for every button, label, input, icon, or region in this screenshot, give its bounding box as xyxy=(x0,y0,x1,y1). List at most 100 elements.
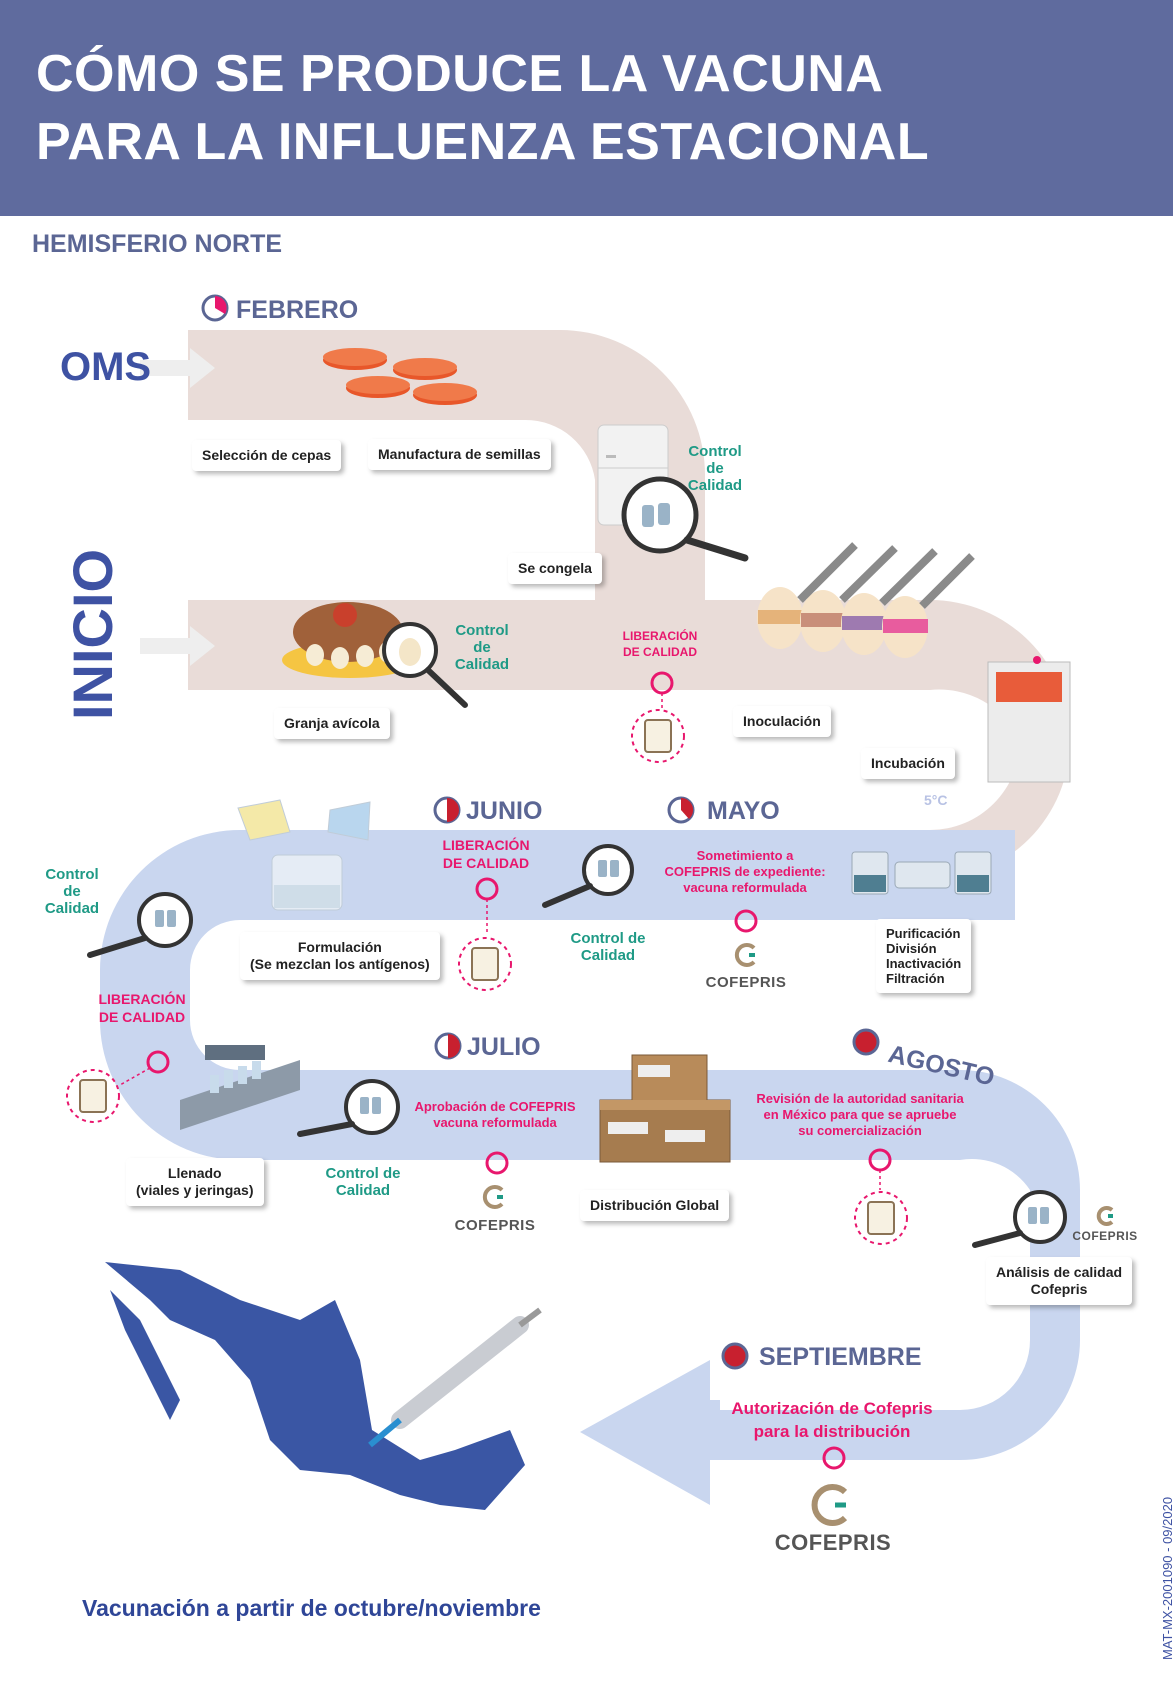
qc-line-3: Calidad xyxy=(44,900,100,917)
clock-icon-junio xyxy=(433,796,461,824)
formulacion-line-2: (Se mezclan los antígenos) xyxy=(250,956,430,972)
release-line-1: LIBERACIÓN xyxy=(442,837,530,853)
qc-label-freezer: Control de Calidad xyxy=(680,443,750,494)
hen-icon xyxy=(282,602,418,678)
purification-equipment-icon xyxy=(851,851,992,895)
note-revision: Revisión de la autoridad sanitaria en Mé… xyxy=(750,1091,970,1139)
cofepris-logo-icon-4 xyxy=(811,1484,848,1526)
note-line-1: Autorización de Cofepris xyxy=(731,1399,933,1418)
filling-machine-icon xyxy=(180,1045,300,1130)
blue-path-main-segment xyxy=(100,830,1080,1460)
release-line-1: LIBERACIÓN xyxy=(622,629,698,643)
qc-line-3: Calidad xyxy=(687,477,743,494)
clipboard-icon-3 xyxy=(79,1079,107,1113)
release-connectors xyxy=(119,693,881,1190)
note-line-2: COFEPRIS de expediente: xyxy=(664,864,826,879)
title-line-2: PARA LA INFLUENZA ESTACIONAL xyxy=(36,113,930,171)
release-label-3: LIBERACIÓN DE CALIDAD xyxy=(92,990,192,1026)
note-aprobacion: Aprobación de COFEPRIS vacuna reformulad… xyxy=(410,1099,580,1131)
month-febrero: FEBRERO xyxy=(236,296,359,324)
hemisphere-subtitle: HEMISFERIO NORTE xyxy=(32,230,283,258)
cofepris-logo-3: COFEPRIS xyxy=(1072,1229,1138,1243)
note-autorizacion: Autorización de Cofepris para la distrib… xyxy=(712,1397,952,1443)
qc-line-1: Control de xyxy=(325,1165,401,1182)
qc-line-3: Calidad xyxy=(454,656,510,673)
step-seleccion-de-cepas: Selección de cepas xyxy=(192,440,342,471)
blue-process-path xyxy=(100,830,1080,1505)
magnifier-icon-freezer xyxy=(621,476,749,562)
clipboard-icon-2 xyxy=(471,947,499,981)
header-banner xyxy=(0,0,1173,216)
note-line-1: Aprobación de COFEPRIS xyxy=(414,1099,576,1114)
qc-line-2: de xyxy=(473,639,491,656)
note-line-3: vacuna reformulada xyxy=(683,880,807,895)
cofepris-logo-icon-2 xyxy=(482,1185,504,1209)
magnifier-icon-control-left xyxy=(87,892,193,958)
qc-label-left: Control de Calidad xyxy=(37,866,107,917)
purificacion-line: Purificación xyxy=(886,926,961,941)
month-mayo: MAYO xyxy=(707,797,780,825)
clock-icons xyxy=(201,294,880,1370)
clock-icon-mayo xyxy=(667,796,695,824)
note-line-2: vacuna reformulada xyxy=(433,1115,557,1130)
clipboard-icon-4 xyxy=(867,1201,895,1235)
inicio-label: INICIO xyxy=(61,548,124,720)
qc-label-junio: Control de Calidad xyxy=(563,930,653,964)
eggs-inoculation-icon xyxy=(757,542,975,658)
month-septiembre: SEPTIEMBRE xyxy=(759,1343,922,1371)
month-junio: JUNIO xyxy=(466,797,543,825)
cofepris-logo-4: COFEPRIS xyxy=(774,1530,892,1555)
document-code: MAT-MX-2001090 - 09/2020 xyxy=(1160,1496,1173,1660)
step-llenado: Llenado (viales y jeringas) xyxy=(126,1158,264,1206)
magnifier-icon-julio xyxy=(297,1079,400,1137)
oms-arrow xyxy=(140,348,215,388)
filtracion-line: Filtración xyxy=(886,971,945,986)
step-incubacion: Incubación xyxy=(861,748,955,779)
shipping-boxes-icon xyxy=(599,1054,731,1163)
note-line-2: en México para que se apruebe xyxy=(763,1107,957,1122)
footer-vaccination-text: Vacunación a partir de octubre/noviembre xyxy=(82,1595,541,1621)
step-manufactura-de-semillas: Manufactura de semillas xyxy=(368,439,551,470)
note-line-3: su comercialización xyxy=(798,1123,922,1138)
step-purificacion: Purificación División Inactivación Filtr… xyxy=(876,919,972,993)
blue-path-arrowhead xyxy=(580,1360,710,1505)
note-line-2: para la distribución xyxy=(753,1422,911,1441)
magnifier-icon-analisis xyxy=(972,1190,1067,1248)
analisis-line-1: Análisis de calidad xyxy=(996,1264,1123,1280)
clock-icon-febrero xyxy=(201,294,229,322)
cofepris-logo-icon-1 xyxy=(734,943,756,967)
note-sometimiento: Sometimiento a COFEPRIS de expediente: v… xyxy=(660,848,830,896)
step-analisis-de-calidad: Análisis de calidad Cofepris xyxy=(986,1257,1133,1305)
release-label-2: LIBERACIÓN DE CALIDAD xyxy=(436,836,536,872)
clock-icon-agosto xyxy=(852,1028,880,1056)
formulacion-line-1: Formulación xyxy=(297,939,382,955)
incubator-icon xyxy=(987,656,1071,783)
marker-circle-3 xyxy=(734,909,758,933)
release-line-2: DE CALIDAD xyxy=(623,645,697,659)
release-line-1: LIBERACIÓN xyxy=(98,991,186,1007)
llenado-line-2: (viales y jeringas) xyxy=(136,1182,254,1198)
step-distribucion-global: Distribución Global xyxy=(580,1190,730,1221)
qc-line-2: de xyxy=(63,883,81,900)
cofepris-logo-1: COFEPRIS xyxy=(705,974,787,991)
qc-label-julio: Control de Calidad xyxy=(318,1165,408,1199)
qc-line-2: Calidad xyxy=(335,1182,391,1199)
analisis-line-2: Cofepris xyxy=(1030,1281,1088,1297)
clock-icon-septiembre xyxy=(721,1342,749,1370)
formulation-beakers-icon xyxy=(237,799,371,911)
release-markers xyxy=(146,671,892,1470)
qc-line-1: Control de xyxy=(570,930,646,947)
qc-line-2: de xyxy=(706,460,724,477)
qc-line-1: Control xyxy=(455,622,509,639)
clipboard-rings xyxy=(66,709,908,1245)
division-line: División xyxy=(886,941,937,956)
release-line-2: DE CALIDAD xyxy=(442,855,530,871)
qc-line-1: Control xyxy=(45,866,99,883)
step-formulacion: Formulación (Se mezclan los antígenos) xyxy=(240,932,440,980)
release-line-2: DE CALIDAD xyxy=(98,1009,186,1025)
llenado-line-1: Llenado xyxy=(167,1165,222,1181)
cofepris-logo-icon-3 xyxy=(1096,1206,1114,1226)
cofepris-logo-marks xyxy=(482,943,1114,1526)
clipboard-icon-1 xyxy=(644,719,672,753)
